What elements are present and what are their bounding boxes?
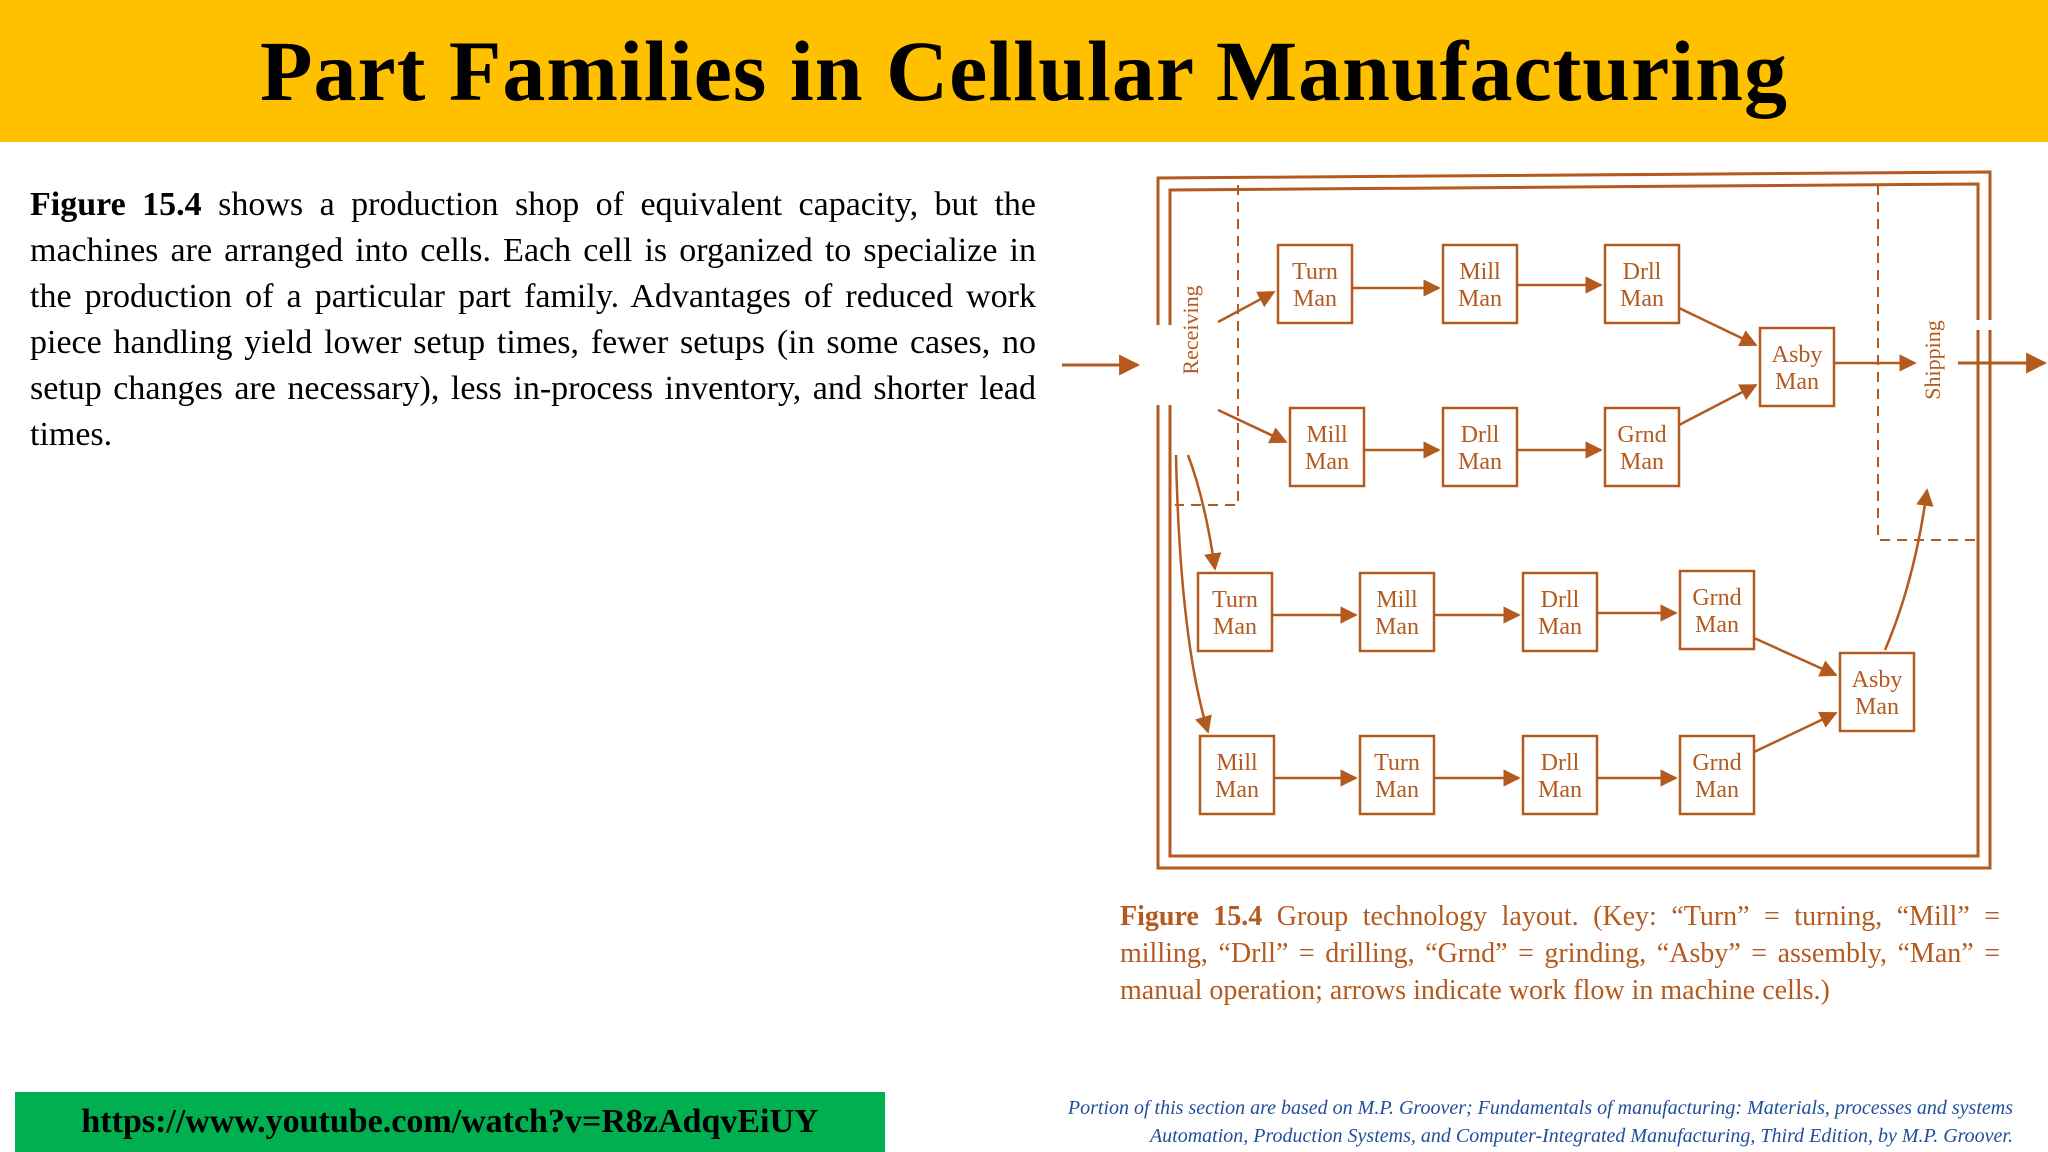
svg-text:Drll: Drll xyxy=(1623,259,1662,285)
svg-text:Grnd: Grnd xyxy=(1692,750,1741,776)
svg-text:Man: Man xyxy=(1375,777,1419,803)
machine-box xyxy=(1196,571,1274,653)
machine-box xyxy=(1358,571,1436,653)
inner-wall-top xyxy=(1168,182,1980,325)
svg-text:Mill: Mill xyxy=(1459,259,1501,285)
body-text: shows a production shop of equivalent ca… xyxy=(30,186,1036,453)
svg-text:Drll: Drll xyxy=(1461,422,1500,448)
svg-text:Man: Man xyxy=(1855,694,1899,720)
machine-box xyxy=(1678,734,1756,816)
svg-text:Man: Man xyxy=(1458,286,1502,312)
credit-line-2: Automation, Production Systems, and Comp… xyxy=(1149,1125,2013,1147)
machine-box xyxy=(1521,571,1599,653)
svg-text:Man: Man xyxy=(1775,369,1819,395)
svg-text:Turn: Turn xyxy=(1374,750,1420,776)
svg-text:Turn: Turn xyxy=(1212,587,1258,613)
figure-reference: Figure 15.4 xyxy=(30,186,202,223)
svg-text:Man: Man xyxy=(1695,612,1739,638)
machine-box xyxy=(1276,243,1354,325)
credit-line-1: Portion of this section are based on M.P… xyxy=(1067,1097,2013,1119)
svg-text:Grnd: Grnd xyxy=(1617,422,1666,448)
svg-text:Mill: Mill xyxy=(1306,422,1348,448)
svg-text:Drll: Drll xyxy=(1541,750,1580,776)
svg-text:Man: Man xyxy=(1538,777,1582,803)
svg-text:Grnd: Grnd xyxy=(1692,585,1741,611)
video-link[interactable]: https://www.youtube.com/watch?v=R8zAdqvE… xyxy=(81,1103,819,1140)
svg-text:Man: Man xyxy=(1695,777,1739,803)
machine-box xyxy=(1358,734,1436,816)
shipping-label: Shipping xyxy=(1920,320,1945,399)
page-title: Part Families in Cellular Manufacturing xyxy=(260,23,1788,119)
svg-text:Man: Man xyxy=(1538,614,1582,640)
svg-text:Mill: Mill xyxy=(1216,750,1258,776)
outer-wall-top xyxy=(1156,170,1992,325)
svg-text:Man: Man xyxy=(1620,449,1664,475)
machine-box xyxy=(1198,734,1276,816)
machine-box xyxy=(1678,569,1756,651)
svg-text:Man: Man xyxy=(1620,286,1664,312)
inner-wall-bottom xyxy=(1168,330,1980,858)
body-paragraph: Figure 15.4 shows a production shop of e… xyxy=(30,182,1036,458)
title-bar: Part Families in Cellular Manufacturing xyxy=(0,0,2048,142)
svg-text:Man: Man xyxy=(1215,777,1259,803)
svg-text:Man: Man xyxy=(1293,286,1337,312)
caption-label: Figure 15.4 xyxy=(1120,901,1263,932)
figure-caption: Figure 15.4 Group technology layout. (Ke… xyxy=(1120,898,2000,1009)
machine-box xyxy=(1603,406,1681,488)
svg-text:Turn: Turn xyxy=(1292,259,1338,285)
outer-wall-bottom xyxy=(1156,330,1992,870)
svg-text:Man: Man xyxy=(1458,449,1502,475)
receiving-label: Receiving xyxy=(1178,285,1203,374)
svg-text:Drll: Drll xyxy=(1541,587,1580,613)
video-link-box[interactable]: https://www.youtube.com/watch?v=R8zAdqvE… xyxy=(15,1092,885,1152)
svg-text:Mill: Mill xyxy=(1376,587,1418,613)
assembly-box xyxy=(1758,326,1836,408)
machine-box xyxy=(1603,243,1681,325)
caption-text: Group technology layout. (Key: “Turn” = … xyxy=(1120,901,2000,1006)
svg-text:Asby: Asby xyxy=(1852,667,1903,693)
svg-text:Man: Man xyxy=(1305,449,1349,475)
assembly-box xyxy=(1838,651,1916,733)
machine-box xyxy=(1288,406,1366,488)
svg-text:Asby: Asby xyxy=(1772,342,1823,368)
machine-box xyxy=(1521,734,1599,816)
machine-box xyxy=(1441,406,1519,488)
svg-text:Man: Man xyxy=(1213,614,1257,640)
source-credit: Portion of this section are based on M.P… xyxy=(913,1094,2013,1150)
svg-text:Man: Man xyxy=(1375,614,1419,640)
